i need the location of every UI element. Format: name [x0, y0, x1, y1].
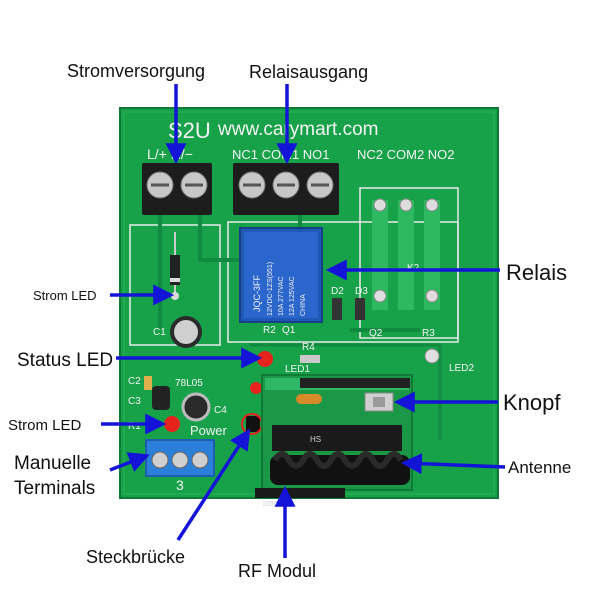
rf-code: 1050-2001	[262, 501, 296, 508]
power-screw-terminal	[142, 163, 212, 215]
arrow-manuelle-terminals	[109, 452, 150, 472]
callout-strom-led-1: Strom LED	[33, 288, 97, 303]
label-c3: C3	[128, 396, 141, 407]
label-c4: C4	[214, 405, 227, 416]
relay-component	[239, 227, 323, 323]
relay-output-screw-terminal	[233, 163, 339, 215]
led-near-module	[250, 382, 262, 394]
power-text: Power	[190, 423, 228, 438]
label-r2: R2	[263, 325, 276, 336]
callout-manuelle: Manuelle	[14, 453, 91, 474]
label-c2: C2	[128, 376, 141, 387]
label-led1: LED1	[285, 364, 310, 375]
arrow-steckbruecke	[176, 428, 251, 541]
callout-strom-led-2: Strom LED	[8, 417, 82, 434]
status-led	[257, 351, 273, 367]
rf-module: HS	[261, 374, 413, 491]
callout-status-led: Status LED	[17, 350, 113, 371]
callout-relais: Relais	[506, 260, 567, 285]
label-regulator: 78L05	[175, 378, 203, 389]
callout-antenne: Antenne	[508, 458, 571, 477]
callout-relaisausgang: Relaisausgang	[249, 62, 368, 82]
relay1-terminal-label: NC1 COM1 NO1	[232, 147, 330, 162]
capacitor-c1	[170, 316, 202, 348]
label-d3: D3	[355, 286, 368, 297]
button-component	[364, 392, 394, 412]
relay-marking-2: 12VDC-1ZS(551)	[267, 262, 274, 316]
callout-arrows	[101, 84, 506, 558]
relay2-terminal-label: NC2 COM2 NO2	[357, 147, 455, 162]
label-r3: R3	[422, 328, 435, 339]
board-url: www.carymart.com	[217, 119, 378, 140]
resistor-r4	[300, 355, 320, 363]
relay-marking-4: 12A 125VAC	[289, 276, 296, 316]
led2-pads	[424, 348, 440, 364]
regulator-78l05	[152, 386, 170, 410]
callout-knopf: Knopf	[503, 390, 561, 415]
power-led	[164, 416, 180, 432]
callout-stromversorgung: Stromversorgung	[67, 61, 205, 81]
label-q2: Q2	[369, 328, 383, 339]
rf-chip: HS	[310, 435, 321, 444]
label-r4: R4	[302, 342, 315, 353]
capacitor-c2	[144, 376, 152, 390]
capacitor-c4	[181, 392, 211, 422]
strom-led-pad	[171, 292, 179, 300]
diode-d3	[355, 298, 365, 320]
label-q1: Q1	[282, 325, 296, 336]
label-r1: R1	[128, 421, 141, 432]
power-terminal-label: L/+ N/−	[147, 146, 193, 162]
terminal-number-3: 3	[176, 477, 184, 493]
relay-marking-5: CHINA	[300, 294, 307, 316]
manual-terminal-block	[145, 439, 215, 477]
relay-marking-1: JQC-3FF	[252, 275, 262, 313]
label-led2: LED2	[449, 363, 474, 374]
rf-module-bottom-strip	[255, 488, 345, 498]
arrow-antenne	[400, 453, 506, 475]
label-c1: C1	[153, 327, 166, 338]
jumper-component	[246, 416, 260, 432]
callout-rf-modul: RF Modul	[238, 561, 316, 581]
callout-terminals: Terminals	[14, 478, 95, 499]
diode-d2	[332, 298, 342, 320]
callout-steckbruecke: Steckbrücke	[86, 547, 185, 567]
relay-marking-3: 10A 277VAC	[278, 276, 285, 316]
label-d2: D2	[331, 286, 344, 297]
